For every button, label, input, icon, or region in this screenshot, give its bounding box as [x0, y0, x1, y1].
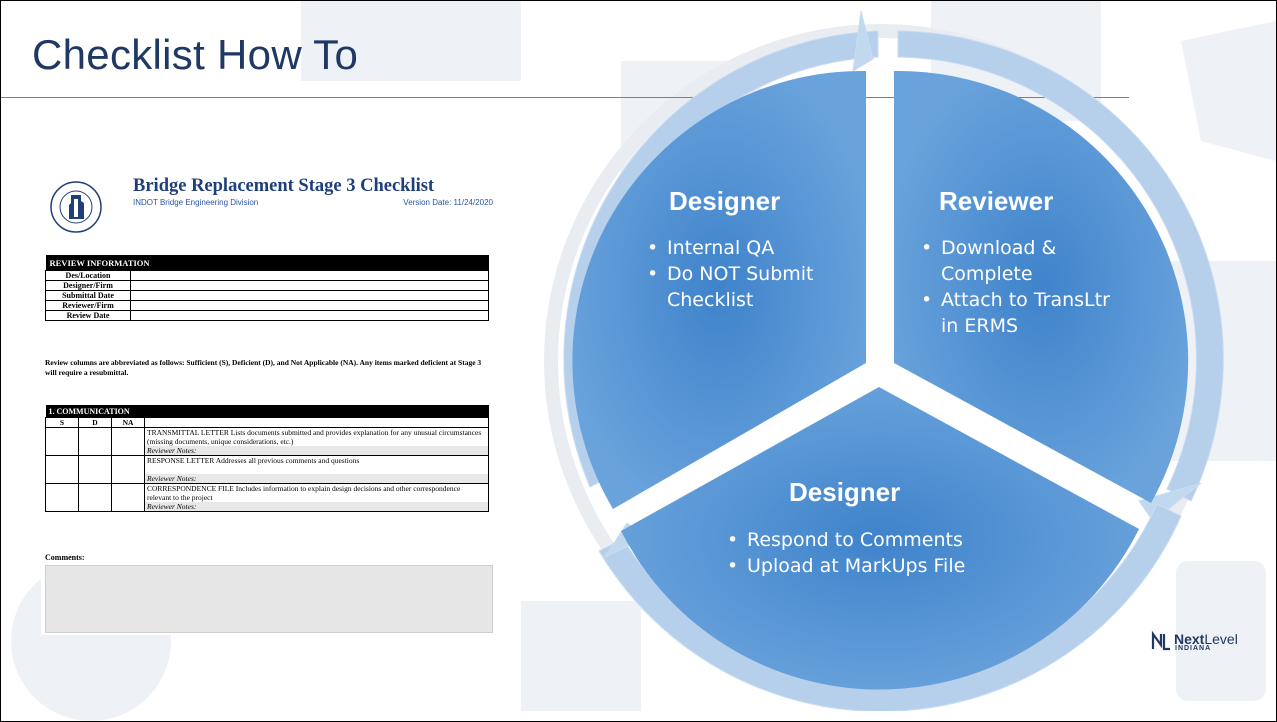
checkbox-cell-s [45, 483, 79, 512]
checkbox-cell-na [111, 427, 145, 456]
review-row-value [130, 280, 489, 291]
review-row-value [130, 290, 489, 301]
cycle-arrow-right [897, 30, 1224, 502]
table-row: RESPONSE LETTER Addresses all previous c… [45, 455, 489, 484]
review-row-label: Des/Location [45, 270, 131, 281]
communication-header: 1. COMMUNICATION [45, 405, 489, 418]
list-item: Download & Complete [919, 235, 1119, 287]
segment-title-reviewer: Reviewer [939, 186, 1054, 216]
cycle-diagram: Designer Internal QA Do NOT Submit Check… [561, 10, 1276, 712]
segment-list-designer-bottom: Respond to Comments Upload at MarkUps Fi… [725, 527, 1025, 579]
slide-title: Checklist How To [32, 31, 359, 78]
cycle-graphic [563, 10, 1224, 712]
checklist-item: TRANSMITTAL LETTER Lists documents submi… [144, 427, 489, 456]
checkbox-cell-d [78, 455, 112, 484]
checklist-document: Bridge Replacement Stage 3 Checklist IND… [41, 169, 493, 635]
review-row-label: Reviewer/Firm [45, 300, 131, 311]
nextlevel-indiana-logo: NextLevel INDIANA [1151, 631, 1251, 653]
column-header-item [144, 417, 489, 428]
segment-list-reviewer: Download & Complete Attach to TransLtr i… [919, 235, 1119, 339]
document-title: Bridge Replacement Stage 3 Checklist [133, 176, 435, 196]
checkbox-cell-na [111, 483, 145, 512]
bg-plane [1181, 21, 1276, 161]
communication-table: 1. COMMUNICATION S D NA TRANSMITTAL LETT… [45, 405, 489, 512]
review-row-label: Submittal Date [45, 290, 131, 301]
table-row: Des/Location [45, 270, 489, 281]
comments-label: Comments: [45, 553, 85, 562]
logo-word-bold: Next [1174, 631, 1205, 647]
checkbox-cell-s [45, 455, 79, 484]
list-item: Respond to Comments [725, 527, 1025, 553]
checklist-item-text: CORRESPONDENCE FILE Includes information… [147, 484, 461, 502]
review-row-value [130, 270, 489, 281]
table-row: Designer/Firm [45, 280, 489, 291]
list-item: Upload at MarkUps File [725, 553, 1025, 579]
review-information-header: REVIEW INFORMATION [45, 255, 489, 271]
review-columns-note: Review columns are abbreviated as follow… [45, 358, 482, 377]
review-row-label: Review Date [45, 310, 131, 321]
table-row: Review Date [45, 310, 489, 321]
bg-bus [1176, 561, 1266, 701]
segment-list-designer-top: Internal QA Do NOT Submit Checklist [645, 235, 845, 313]
bg-shape [301, 1, 521, 81]
title-divider [1, 97, 1129, 98]
column-header-na: NA [111, 417, 145, 428]
segment-title-designer-top: Designer [669, 186, 781, 216]
bg-shape [521, 601, 641, 711]
cycle-arrow-top-head [852, 10, 874, 72]
logo-word-light: Level [1204, 631, 1238, 647]
reviewer-notes: Reviewer Notes: [145, 502, 488, 511]
table-row: Reviewer/Firm [45, 300, 489, 311]
list-item: Internal QA [645, 235, 845, 261]
checklist-item-text: RESPONSE LETTER Addresses all previous c… [147, 456, 360, 465]
checkbox-cell-s [45, 427, 79, 456]
checklist-item: CORRESPONDENCE FILE Includes information… [144, 483, 489, 512]
reviewer-notes: Reviewer Notes: [145, 474, 488, 483]
checkbox-cell-na [111, 455, 145, 484]
checklist-item-text: TRANSMITTAL LETTER Lists documents submi… [147, 428, 482, 446]
column-header-s: S [45, 417, 79, 428]
checkbox-cell-d [78, 427, 112, 456]
document-version: Version Date: 11/24/2020 [403, 198, 493, 207]
review-information-table: REVIEW INFORMATION Des/Location Designer… [45, 255, 489, 321]
reviewer-notes: Reviewer Notes: [145, 446, 488, 455]
logo-wordmark: NextLevel [1174, 631, 1238, 647]
review-row-value [130, 300, 489, 311]
comments-box [45, 565, 493, 633]
logo-subtext: INDIANA [1175, 645, 1212, 652]
table-row: TRANSMITTAL LETTER Lists documents submi… [45, 427, 489, 456]
document-division: INDOT Bridge Engineering Division [133, 198, 259, 207]
review-row-value [130, 310, 489, 321]
list-item: Attach to TransLtr in ERMS [919, 287, 1119, 339]
list-item: Do NOT Submit Checklist [645, 261, 845, 313]
segment-title-designer-bottom: Designer [789, 477, 901, 507]
table-row: Submittal Date [45, 290, 489, 301]
nextlevel-logo-icon [1151, 631, 1170, 651]
indot-seal-icon [50, 181, 102, 233]
table-row: CORRESPONDENCE FILE Includes information… [45, 483, 489, 512]
checkbox-cell-d [78, 483, 112, 512]
checklist-item: RESPONSE LETTER Addresses all previous c… [144, 455, 489, 484]
review-row-label: Designer/Firm [45, 280, 131, 291]
column-header-d: D [78, 417, 112, 428]
